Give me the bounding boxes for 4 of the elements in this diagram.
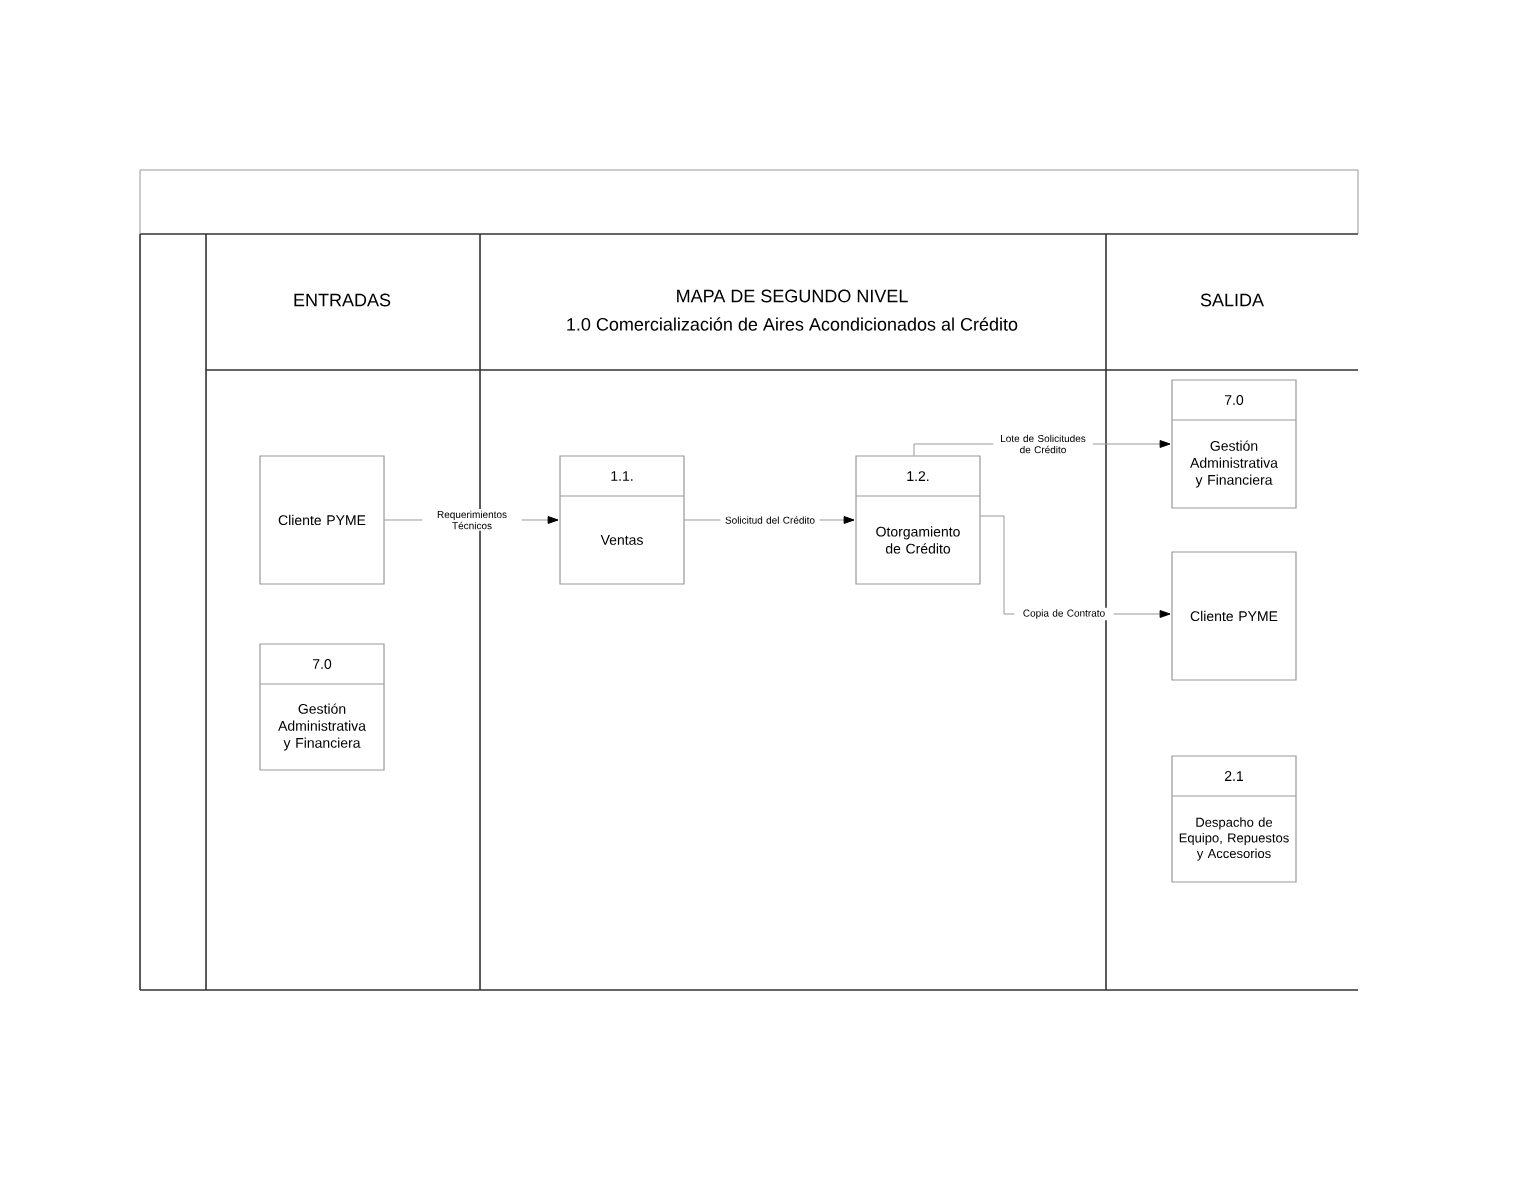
column-heading: ENTRADAS [294, 293, 391, 307]
column-heading: SALIDA [1200, 293, 1264, 307]
column-heading: 1.0 Comercialización de Aires Acondicionados al Crédito [567, 317, 1018, 331]
title: MAPA DE SEGUNDO NIVEL [677, 289, 908, 303]
